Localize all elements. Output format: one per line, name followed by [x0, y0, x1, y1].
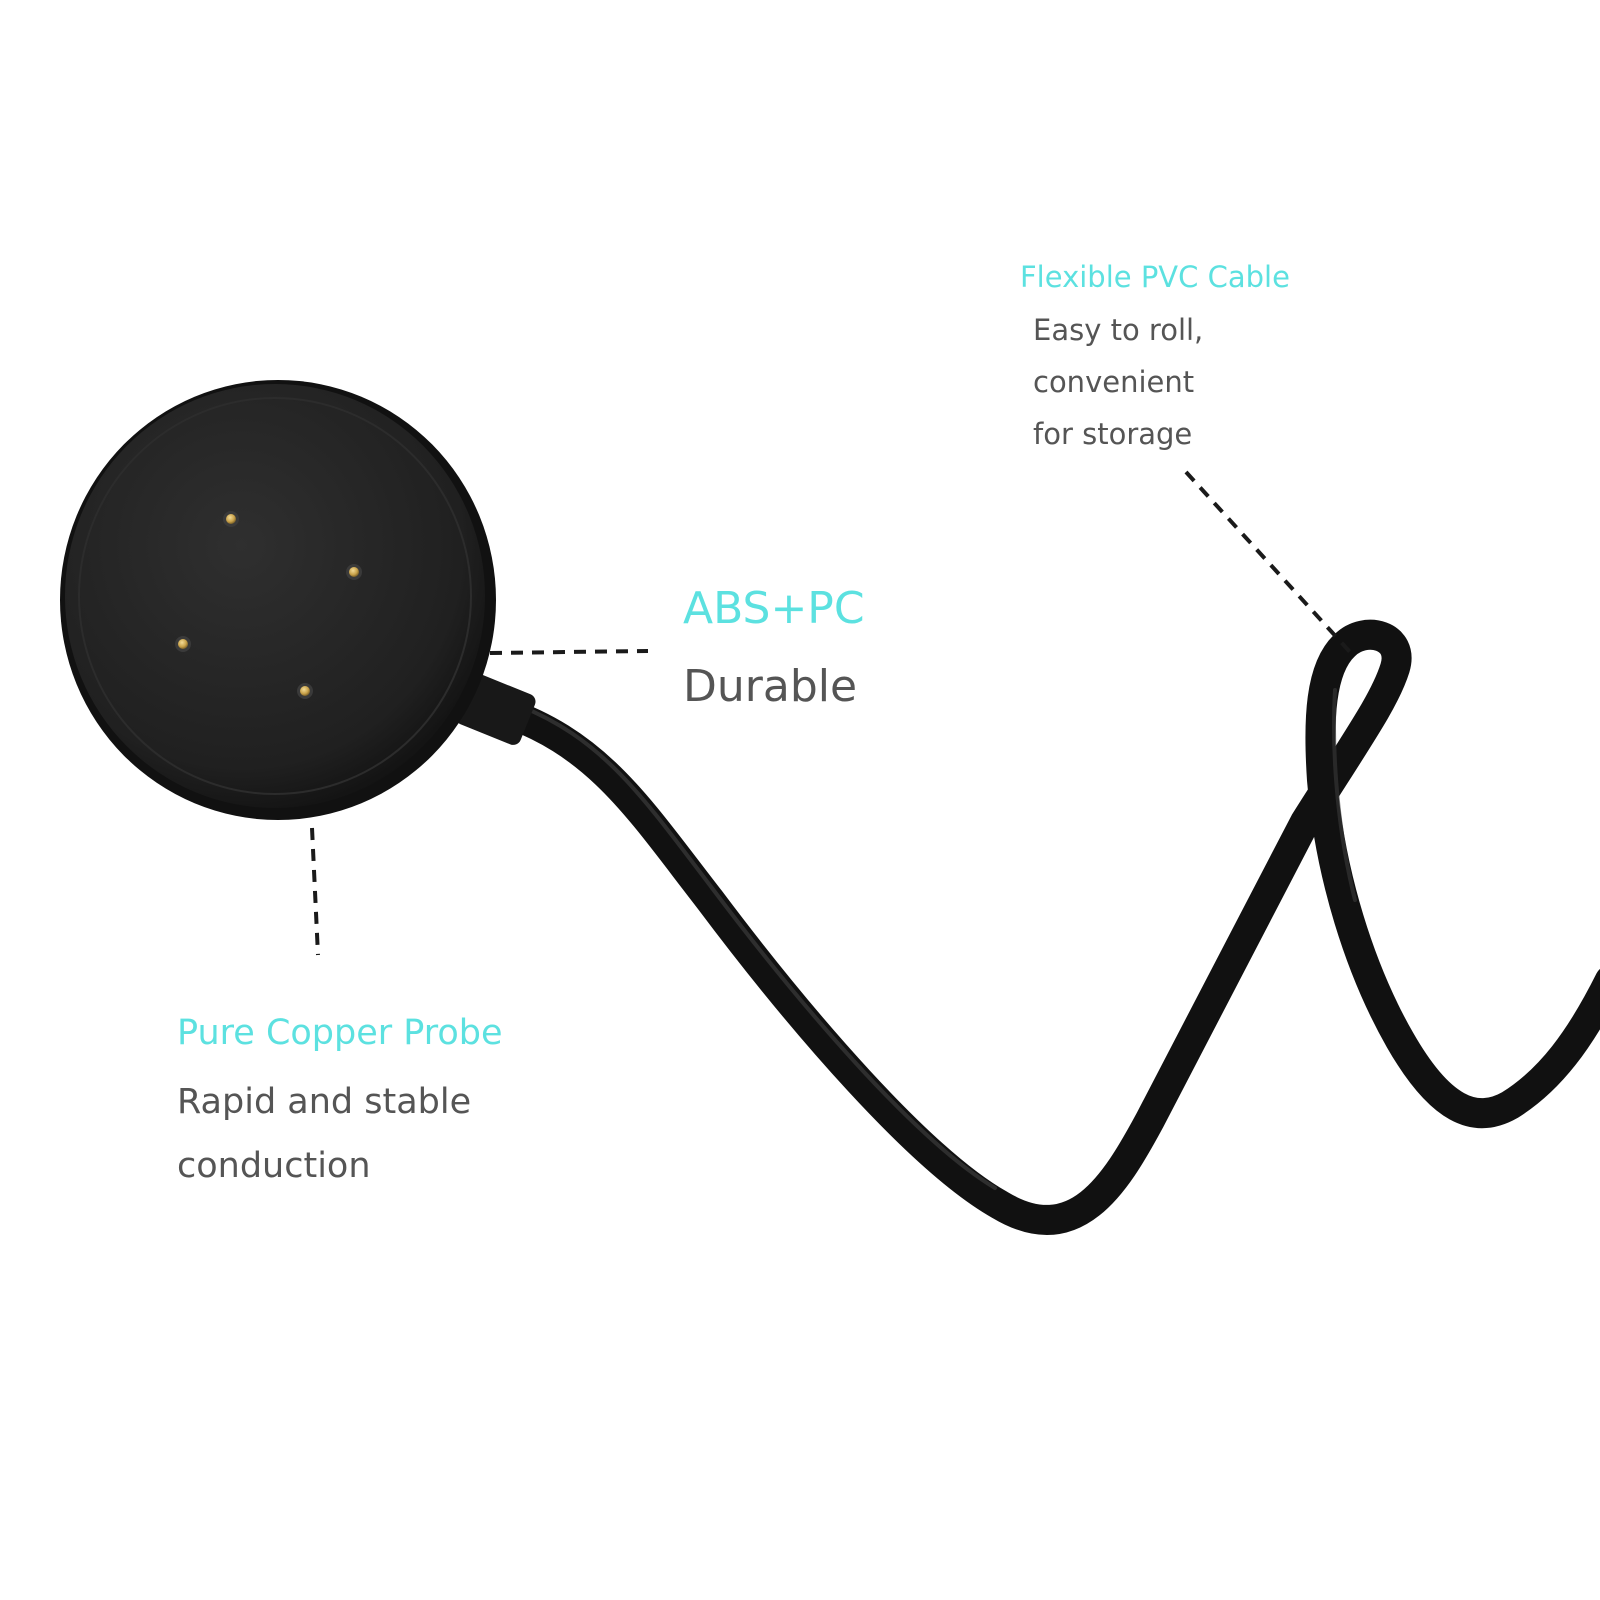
callout-title-shell: ABS+PC — [683, 583, 865, 634]
callout-line-probe-1: Rapid and stable — [177, 1082, 472, 1122]
leader-line-cable — [1184, 470, 1352, 654]
callout-copper-probe: Pure Copper Probe Rapid and stable condu… — [177, 1008, 503, 1198]
leader-line-probe — [310, 827, 320, 956]
cable-body — [490, 619, 1600, 1235]
callout-line-probe-2: conduction — [177, 1146, 371, 1186]
leader-lines — [310, 470, 1352, 956]
callout-line-shell-1: Durable — [683, 661, 858, 712]
callout-line-cable-2: convenient — [1033, 365, 1195, 399]
cable-highlight-loop — [1332, 688, 1357, 902]
callout-title-cable: Flexible PVC Cable — [1020, 260, 1290, 294]
callout-line-cable-1: Easy to roll, — [1033, 313, 1204, 347]
callout-flexible-cable: Flexible PVC Cable Easy to roll, conveni… — [1020, 256, 1290, 460]
callout-shell-material: ABS+PC Durable — [683, 581, 865, 715]
contact-pins — [175, 511, 362, 699]
contact-pin — [300, 686, 310, 696]
cable — [490, 619, 1600, 1235]
charger-dock — [60, 380, 496, 820]
contact-pin — [349, 567, 359, 577]
contact-pin — [178, 639, 188, 649]
callout-title-probe: Pure Copper Probe — [177, 1013, 503, 1053]
leader-line-shell — [489, 649, 649, 655]
cable-highlight — [518, 704, 997, 1190]
contact-pin — [226, 514, 236, 524]
callout-line-cable-3: for storage — [1033, 417, 1193, 451]
